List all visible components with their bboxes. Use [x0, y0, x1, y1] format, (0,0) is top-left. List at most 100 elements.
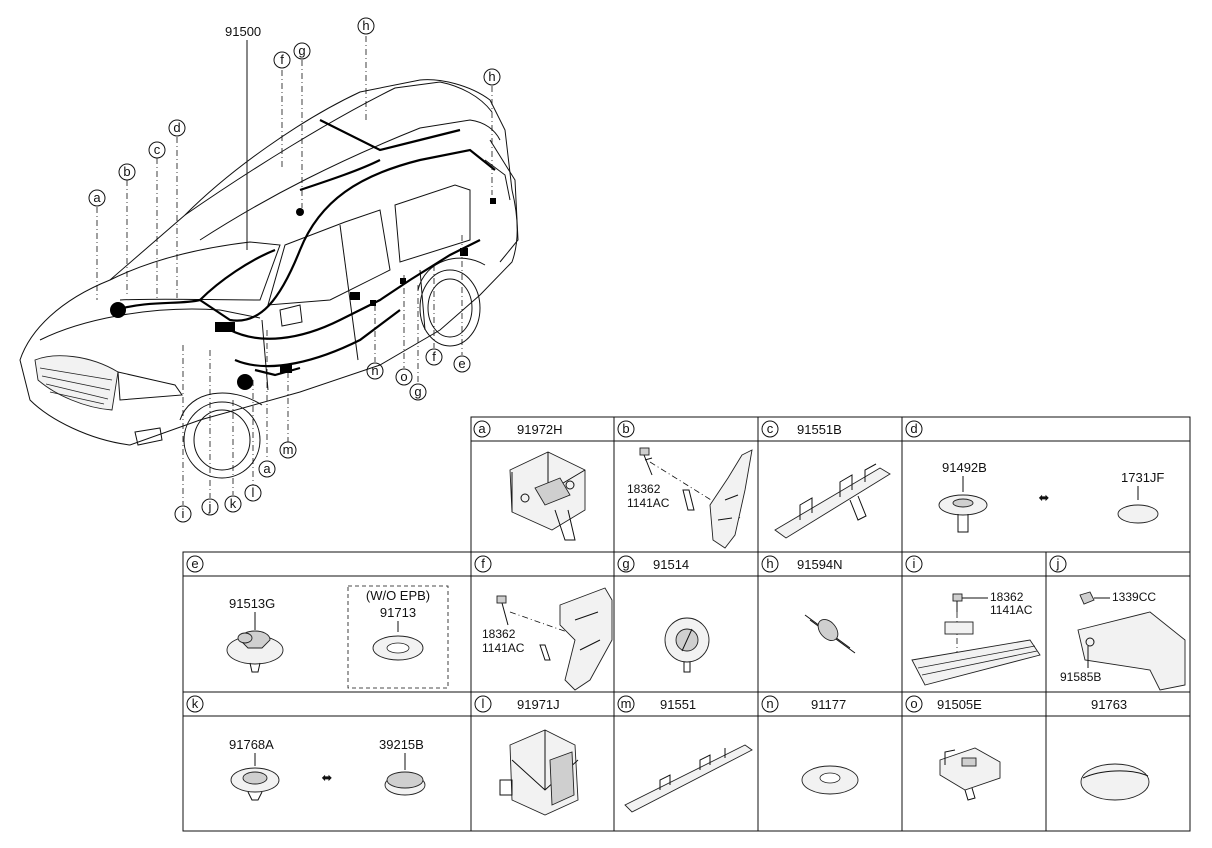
part-91513G: 91513G — [229, 596, 275, 611]
svg-text:1141AC: 1141AC — [990, 603, 1033, 617]
cell-j: j 1339CC 91585B — [1049, 555, 1186, 691]
alternative-arrow-icon: ⬌ — [1039, 490, 1050, 505]
callout-o: o — [395, 368, 413, 386]
parts-table-grid — [182, 416, 1191, 832]
part-91768A: 91768A — [229, 737, 274, 752]
svg-text:l: l — [482, 696, 485, 711]
svg-text:1339CC: 1339CC — [1112, 590, 1156, 604]
alternative-arrow-icon: ⬌ — [322, 770, 333, 785]
callout-f-top: f — [273, 51, 291, 69]
callout-leader-lines — [96, 36, 493, 505]
cell-b: b 18362 1141AC — [617, 420, 753, 549]
part-39215B: 39215B — [379, 737, 424, 752]
cell-e: e 91513G (W/O EPB) 91713 — [186, 555, 449, 689]
callout-f-bottom: f — [425, 348, 443, 366]
note-wo-epb: (W/O EPB) — [366, 588, 430, 603]
svg-text:n: n — [371, 363, 378, 378]
cell-n: n 91177 — [761, 695, 859, 795]
junction-block-drawing — [509, 451, 586, 541]
svg-text:f: f — [432, 349, 436, 364]
callout-l: l — [244, 484, 262, 502]
svg-text:j: j — [1056, 556, 1060, 571]
svg-text:h: h — [766, 556, 773, 571]
cell-f: f 18362 1141AC — [474, 555, 613, 691]
cell-extra: 91763 — [1080, 697, 1150, 801]
svg-text:18362: 18362 — [482, 627, 516, 641]
svg-text:o: o — [910, 696, 917, 711]
part-91713: 91713 — [380, 605, 416, 620]
svg-text:f: f — [481, 556, 485, 571]
svg-text:l: l — [252, 485, 255, 500]
callout-e: e — [453, 355, 471, 373]
vehicle-illustration — [19, 79, 519, 479]
callout-a-top: a — [88, 189, 106, 207]
callout-g-top: g — [293, 42, 311, 60]
svg-text:g: g — [622, 556, 629, 571]
svg-text:e: e — [458, 356, 465, 371]
svg-text:j: j — [208, 499, 212, 514]
svg-text:n: n — [766, 696, 773, 711]
callout-j: j — [201, 498, 219, 516]
callout-b-top: b — [118, 163, 136, 181]
callout-k: k — [224, 495, 242, 513]
cell-m: m 91551 — [617, 695, 753, 813]
svg-text:1141AC: 1141AC — [627, 496, 670, 510]
cell-a: a 91972H — [473, 420, 586, 541]
svg-text:b: b — [622, 421, 629, 436]
part-91514: 91514 — [653, 557, 689, 572]
svg-text:m: m — [621, 696, 632, 711]
cell-c: c 91551B — [761, 420, 891, 539]
svg-text:g: g — [414, 384, 421, 399]
svg-text:a: a — [478, 421, 486, 436]
svg-text:h: h — [488, 69, 495, 84]
harness-bracket-drawing — [774, 463, 891, 539]
cell-d: d 91492B ⬌ 1731JF — [905, 420, 1164, 533]
callout-m: m — [279, 441, 297, 459]
svg-text:h: h — [362, 18, 369, 33]
part-91551: 91551 — [660, 697, 696, 712]
bolt-icon — [639, 447, 653, 476]
svg-text:c: c — [154, 142, 161, 157]
svg-text:a: a — [93, 190, 101, 205]
svg-text:k: k — [230, 496, 237, 511]
car-callouts: a b c d f g h h i j k l a m n o g f e — [88, 17, 501, 523]
svg-text:g: g — [298, 43, 305, 58]
callout-i: i — [174, 505, 192, 523]
part-91505E: 91505E — [937, 697, 982, 712]
svg-text:a: a — [263, 461, 271, 476]
cell-i: i 18362 1141AC — [905, 555, 1041, 686]
svg-text:f: f — [280, 52, 284, 67]
part-91492B: 91492B — [942, 460, 987, 475]
svg-text:1141AC: 1141AC — [482, 641, 525, 655]
part-91551B: 91551B — [797, 422, 842, 437]
callout-h-rear: h — [483, 68, 501, 86]
svg-text:18362: 18362 — [627, 482, 661, 496]
part-91971J: 91971J — [517, 697, 560, 712]
callout-a-bottom: a — [258, 460, 276, 478]
part-91972H: 91972H — [517, 422, 563, 437]
part-91177: 91177 — [811, 697, 846, 712]
callout-d-top: d — [168, 119, 186, 137]
svg-text:d: d — [173, 120, 180, 135]
svg-text:e: e — [191, 556, 198, 571]
svg-text:k: k — [192, 696, 199, 711]
svg-text:i: i — [913, 556, 916, 571]
svg-text:c: c — [767, 421, 774, 436]
svg-text:91585B: 91585B — [1060, 670, 1101, 684]
callout-h-top: h — [357, 17, 375, 35]
part-91594N: 91594N — [797, 557, 843, 572]
cell-g: g 91514 — [617, 555, 710, 673]
part-91763: 91763 — [1091, 697, 1127, 712]
cell-k: k 91768A ⬌ 39215B — [186, 695, 426, 801]
svg-text:i: i — [182, 506, 185, 521]
part-1731JF: 1731JF — [1121, 470, 1164, 485]
callout-n: n — [366, 362, 384, 380]
svg-text:18362: 18362 — [990, 590, 1024, 604]
cell-h: h 91594N — [761, 555, 856, 654]
callout-c-top: c — [148, 141, 166, 159]
cell-l: l 91971J — [474, 695, 579, 816]
svg-text:b: b — [123, 164, 130, 179]
callout-g-bottom: g — [409, 383, 427, 401]
cell-o: o 91505E — [905, 695, 1001, 801]
